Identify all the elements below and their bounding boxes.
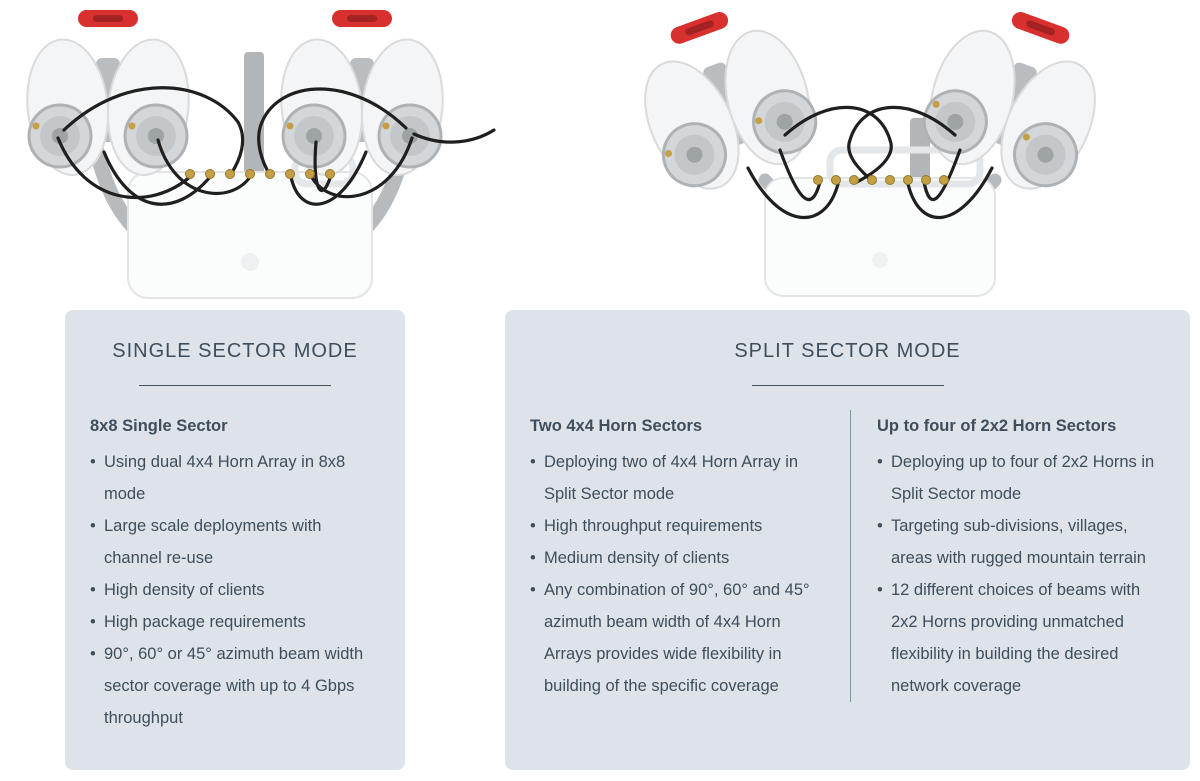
rf-cables: [56, 86, 496, 206]
bullet-item: • High package requirements: [90, 606, 380, 638]
bullet-text: Medium density of clients: [544, 549, 730, 567]
bullet-item: • Deploying up to four of 2x2 Horns in S…: [877, 446, 1161, 510]
split-column-4x4-bullet-list: • Deploying two of 4x4 Horn Array in Spl…: [530, 446, 830, 702]
bullet-marker: •: [90, 581, 96, 599]
bullet-text: High throughput requirements: [544, 517, 763, 535]
bullet-item: • Using dual 4x4 Horn Array in 8x8 mode: [90, 446, 380, 510]
column-divider: [850, 410, 851, 702]
bullet-item: • 90°, 60° or 45° azimuth beam width sec…: [90, 638, 380, 734]
bullet-text: 90°, 60° or 45° azimuth beam width secto…: [104, 645, 364, 727]
bullet-marker: •: [90, 517, 96, 535]
bullet-item: • Medium density of clients: [530, 542, 830, 574]
single-sector-body: 8x8 Single Sector • Using dual 4x4 Horn …: [65, 410, 405, 734]
bullet-marker: •: [877, 453, 883, 471]
bullet-item: • High throughput requirements: [530, 510, 830, 542]
bullet-text: High package requirements: [104, 613, 306, 631]
horn-antenna-right: [273, 8, 451, 181]
bullet-text: Using dual 4x4 Horn Array in 8x8 mode: [104, 453, 346, 503]
base-logo-mark: [872, 252, 888, 268]
bullet-item: • Deploying two of 4x4 Horn Array in Spl…: [530, 446, 830, 510]
bullet-marker: •: [90, 453, 96, 471]
split-sector-title-rule: [751, 385, 944, 386]
bullet-item: • 12 different choices of beams with 2x2…: [877, 574, 1161, 702]
split-sector-panel: SPLIT SECTOR MODE Two 4x4 Horn Sectors •…: [505, 310, 1190, 770]
single-sector-title: SINGLE SECTOR MODE: [112, 340, 358, 362]
bullet-marker: •: [530, 517, 536, 535]
bullet-item: • High density of clients: [90, 574, 380, 606]
single-sector-panel: SINGLE SECTOR MODE 8x8 Single Sector • U…: [65, 310, 405, 770]
single-sector-heading: 8x8 Single Sector: [90, 417, 228, 435]
rf-cables: [746, 105, 994, 220]
bullet-text: Any combination of 90°, 60° and 45° azim…: [544, 581, 810, 695]
bullet-text: Deploying two of 4x4 Horn Array in Split…: [544, 453, 799, 503]
single-sector-title-rule: [139, 385, 331, 386]
bullet-marker: •: [530, 549, 536, 567]
bullet-item: • Targeting sub-divisions, villages, are…: [877, 510, 1161, 574]
split-column-2x2-heading: Up to four of 2x2 Horn Sectors: [877, 417, 1117, 435]
single-sector-bullet-list: • Using dual 4x4 Horn Array in 8x8 mode …: [90, 446, 380, 734]
single-sector-product-photo: [0, 0, 500, 310]
bullet-text: Deploying up to four of 2x2 Horns in Spl…: [891, 453, 1155, 503]
split-sector-product-photo: [580, 0, 1160, 310]
radio-base-unit: [764, 177, 996, 297]
bullet-marker: •: [90, 645, 96, 663]
bullet-marker: •: [877, 581, 883, 599]
split-sector-title: SPLIT SECTOR MODE: [734, 340, 961, 362]
bullet-text: Targeting sub-divisions, villages, areas…: [891, 517, 1146, 567]
bullet-text: High density of clients: [104, 581, 265, 599]
horn-antenna-left: [19, 8, 197, 181]
single-sector-illustration: [19, 8, 496, 299]
bullet-marker: •: [530, 453, 536, 471]
bullet-marker: •: [877, 517, 883, 535]
split-column-4x4: Two 4x4 Horn Sectors • Deploying two of …: [530, 410, 850, 702]
split-sector-body: Two 4x4 Horn Sectors • Deploying two of …: [505, 410, 1190, 702]
split-column-2x2-bullet-list: • Deploying up to four of 2x2 Horns in S…: [877, 446, 1161, 702]
rf-connectors: [813, 175, 949, 185]
bullet-text: 12 different choices of beams with 2x2 H…: [891, 581, 1141, 695]
base-logo-mark: [241, 253, 259, 271]
bullet-text: Large scale deployments with channel re-…: [104, 517, 322, 567]
split-column-4x4-heading: Two 4x4 Horn Sectors: [530, 417, 703, 435]
rf-connectors: [185, 169, 335, 179]
split-sector-illustration: [613, 0, 1127, 297]
bullet-marker: •: [90, 613, 96, 631]
split-column-2x2: Up to four of 2x2 Horn Sectors • Deployi…: [851, 410, 1165, 702]
bullet-item: • Any combination of 90°, 60° and 45° az…: [530, 574, 830, 702]
bullet-item: • Large scale deployments with channel r…: [90, 510, 380, 574]
bullet-marker: •: [530, 581, 536, 599]
